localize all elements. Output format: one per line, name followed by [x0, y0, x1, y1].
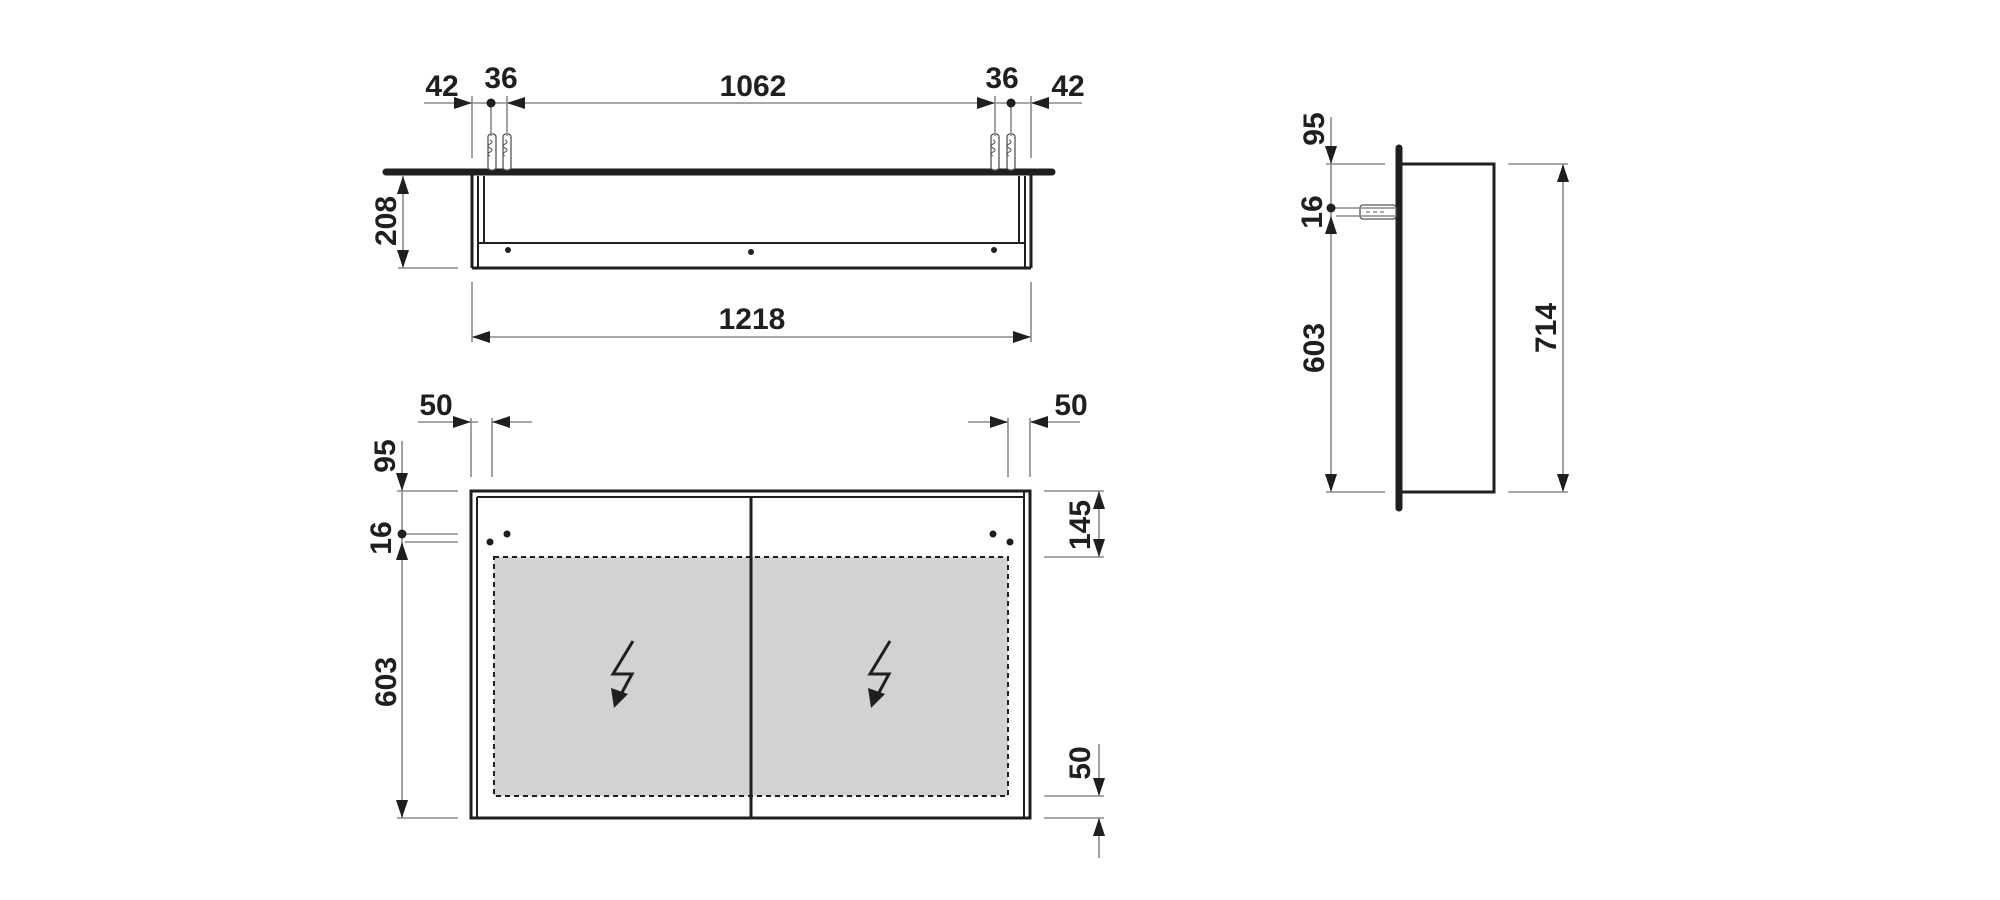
- dim-top-to-glass: 145: [1064, 500, 1097, 550]
- dim-top-to-anchor: 95: [369, 439, 402, 472]
- dim-anchor-gap: 16: [365, 521, 398, 554]
- dim-glass-to-bottom: 50: [1064, 746, 1097, 779]
- top-chain-dimension: 42 36 1062 36 42: [424, 62, 1085, 158]
- overall-width-dimension: 1218: [471, 282, 1032, 343]
- dim-depth: 208: [370, 196, 403, 246]
- glass-to-bottom-dimension: 50: [1044, 744, 1105, 858]
- dim-left-anchor-spacing: 36: [484, 62, 517, 95]
- dim-right-inset: 50: [1054, 389, 1087, 422]
- side-view: 95 16 603 714: [1296, 112, 1569, 512]
- dim-side-anchor-to-bottom: 603: [1298, 323, 1331, 373]
- wall-anchors: [487, 133, 1016, 171]
- cabinet-front: [469, 489, 1032, 820]
- dim-overall-width: 1218: [719, 303, 786, 336]
- dim-left-inset: 50: [419, 389, 452, 422]
- front-view: 50 50 95 16 603: [365, 389, 1105, 858]
- dim-anchor-to-bottom: 603: [370, 657, 403, 707]
- dim-side-top-to-anchor: 95: [1298, 112, 1331, 145]
- top-view: 42 36 1062 36 42 208 1218: [370, 62, 1085, 343]
- dim-right-offset: 42: [1051, 70, 1084, 103]
- dim-anchor-span: 1062: [720, 70, 787, 103]
- cabinet-plan: [470, 172, 1033, 270]
- left-inset-dimension: 50: [418, 389, 532, 477]
- top-to-glass-dimension: 145: [1044, 490, 1105, 558]
- dim-side-anchor-gap: 16: [1296, 195, 1329, 228]
- right-inset-dimension: 50: [968, 389, 1088, 477]
- lightning-icon: [867, 640, 892, 708]
- wall-anchor: [1331, 204, 1397, 220]
- depth-dimension: 208: [370, 176, 458, 269]
- front-height-chain: 95 16 603: [365, 439, 458, 819]
- overall-height-dimension: 714: [1508, 163, 1569, 493]
- dim-left-offset: 42: [425, 70, 458, 103]
- lightning-icon: [610, 640, 635, 708]
- cabinet-side: [1402, 162, 1496, 494]
- side-height-chain: 95 16 603: [1296, 112, 1385, 493]
- dim-overall-height: 714: [1530, 303, 1563, 353]
- dim-right-anchor-spacing: 36: [985, 62, 1018, 95]
